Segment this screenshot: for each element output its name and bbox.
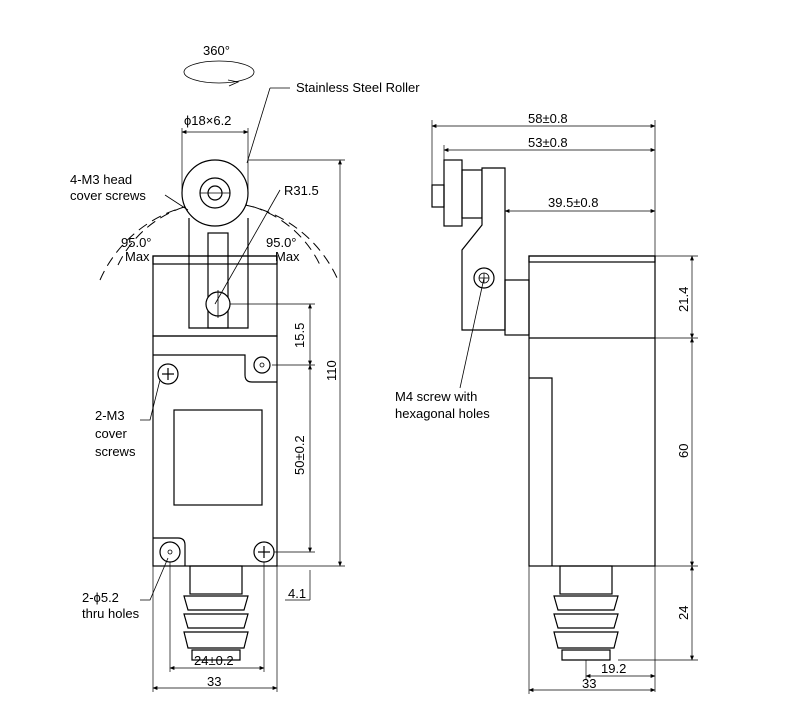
angle-right-max: Max [275, 249, 300, 264]
front-view: 360° [70, 43, 420, 692]
dim-24-side: 24 [676, 606, 691, 620]
boot [183, 565, 249, 661]
dim-110: 110 [324, 360, 339, 381]
side-view: M4 screw with hexagonal holes 58±0.8 53±… [395, 111, 698, 694]
cover-screws-label-2: cover [95, 426, 127, 441]
window-panel [173, 409, 263, 506]
dim-15-5: 15.5 [292, 323, 307, 348]
dim-50: 50±0.2 [292, 435, 307, 475]
head-screws-label: 4-M3 head [70, 172, 132, 187]
dim-19-2: 19.2 [601, 661, 626, 676]
screw-icon [253, 541, 275, 563]
hex-screw-icon [473, 267, 495, 289]
screw-label-2: hexagonal holes [395, 406, 490, 421]
screw-label: M4 screw with [395, 389, 477, 404]
dim-24: 24±0.2 [194, 653, 234, 668]
angle-right-label: 95.0° [266, 235, 297, 250]
dim-39-5: 39.5±0.8 [548, 195, 599, 210]
holes-label: 2-ϕ5.2 [82, 590, 119, 605]
side-body [528, 255, 656, 567]
dim-33: 33 [207, 674, 221, 689]
holes-label-2: thru holes [82, 606, 140, 621]
dim-21-4: 21.4 [676, 287, 691, 312]
angle-left-max: Max [125, 249, 150, 264]
dim-53: 53±0.8 [528, 135, 568, 150]
side-boot [553, 565, 619, 661]
rotation-arrow-icon [183, 60, 255, 87]
screw-icon [157, 363, 179, 385]
cover-screws-label-3: screws [95, 444, 136, 459]
angle-left-label: 95.0° [121, 235, 152, 250]
dim-60: 60 [676, 444, 691, 458]
lever-arm [188, 218, 249, 329]
cover-screws-label: 2-M3 [95, 408, 125, 423]
roller-leader [246, 87, 271, 164]
rotation-label: 360° [203, 43, 230, 58]
dim-58: 58±0.8 [528, 111, 568, 126]
roller-side [431, 159, 483, 227]
lever-side [461, 167, 506, 331]
roller-label: Stainless Steel Roller [296, 80, 420, 95]
head-screws-label-2: cover screws [70, 188, 146, 203]
dim-33-side: 33 [582, 676, 596, 691]
roller [181, 159, 249, 227]
dim-4-1: 4.1 [288, 586, 306, 601]
hole-icon [159, 356, 271, 563]
roller-size-dim: ϕ18×6.2 [184, 113, 231, 128]
shaft-hub [504, 279, 530, 336]
switch-body [152, 335, 278, 567]
radius-label: R31.5 [284, 183, 319, 198]
